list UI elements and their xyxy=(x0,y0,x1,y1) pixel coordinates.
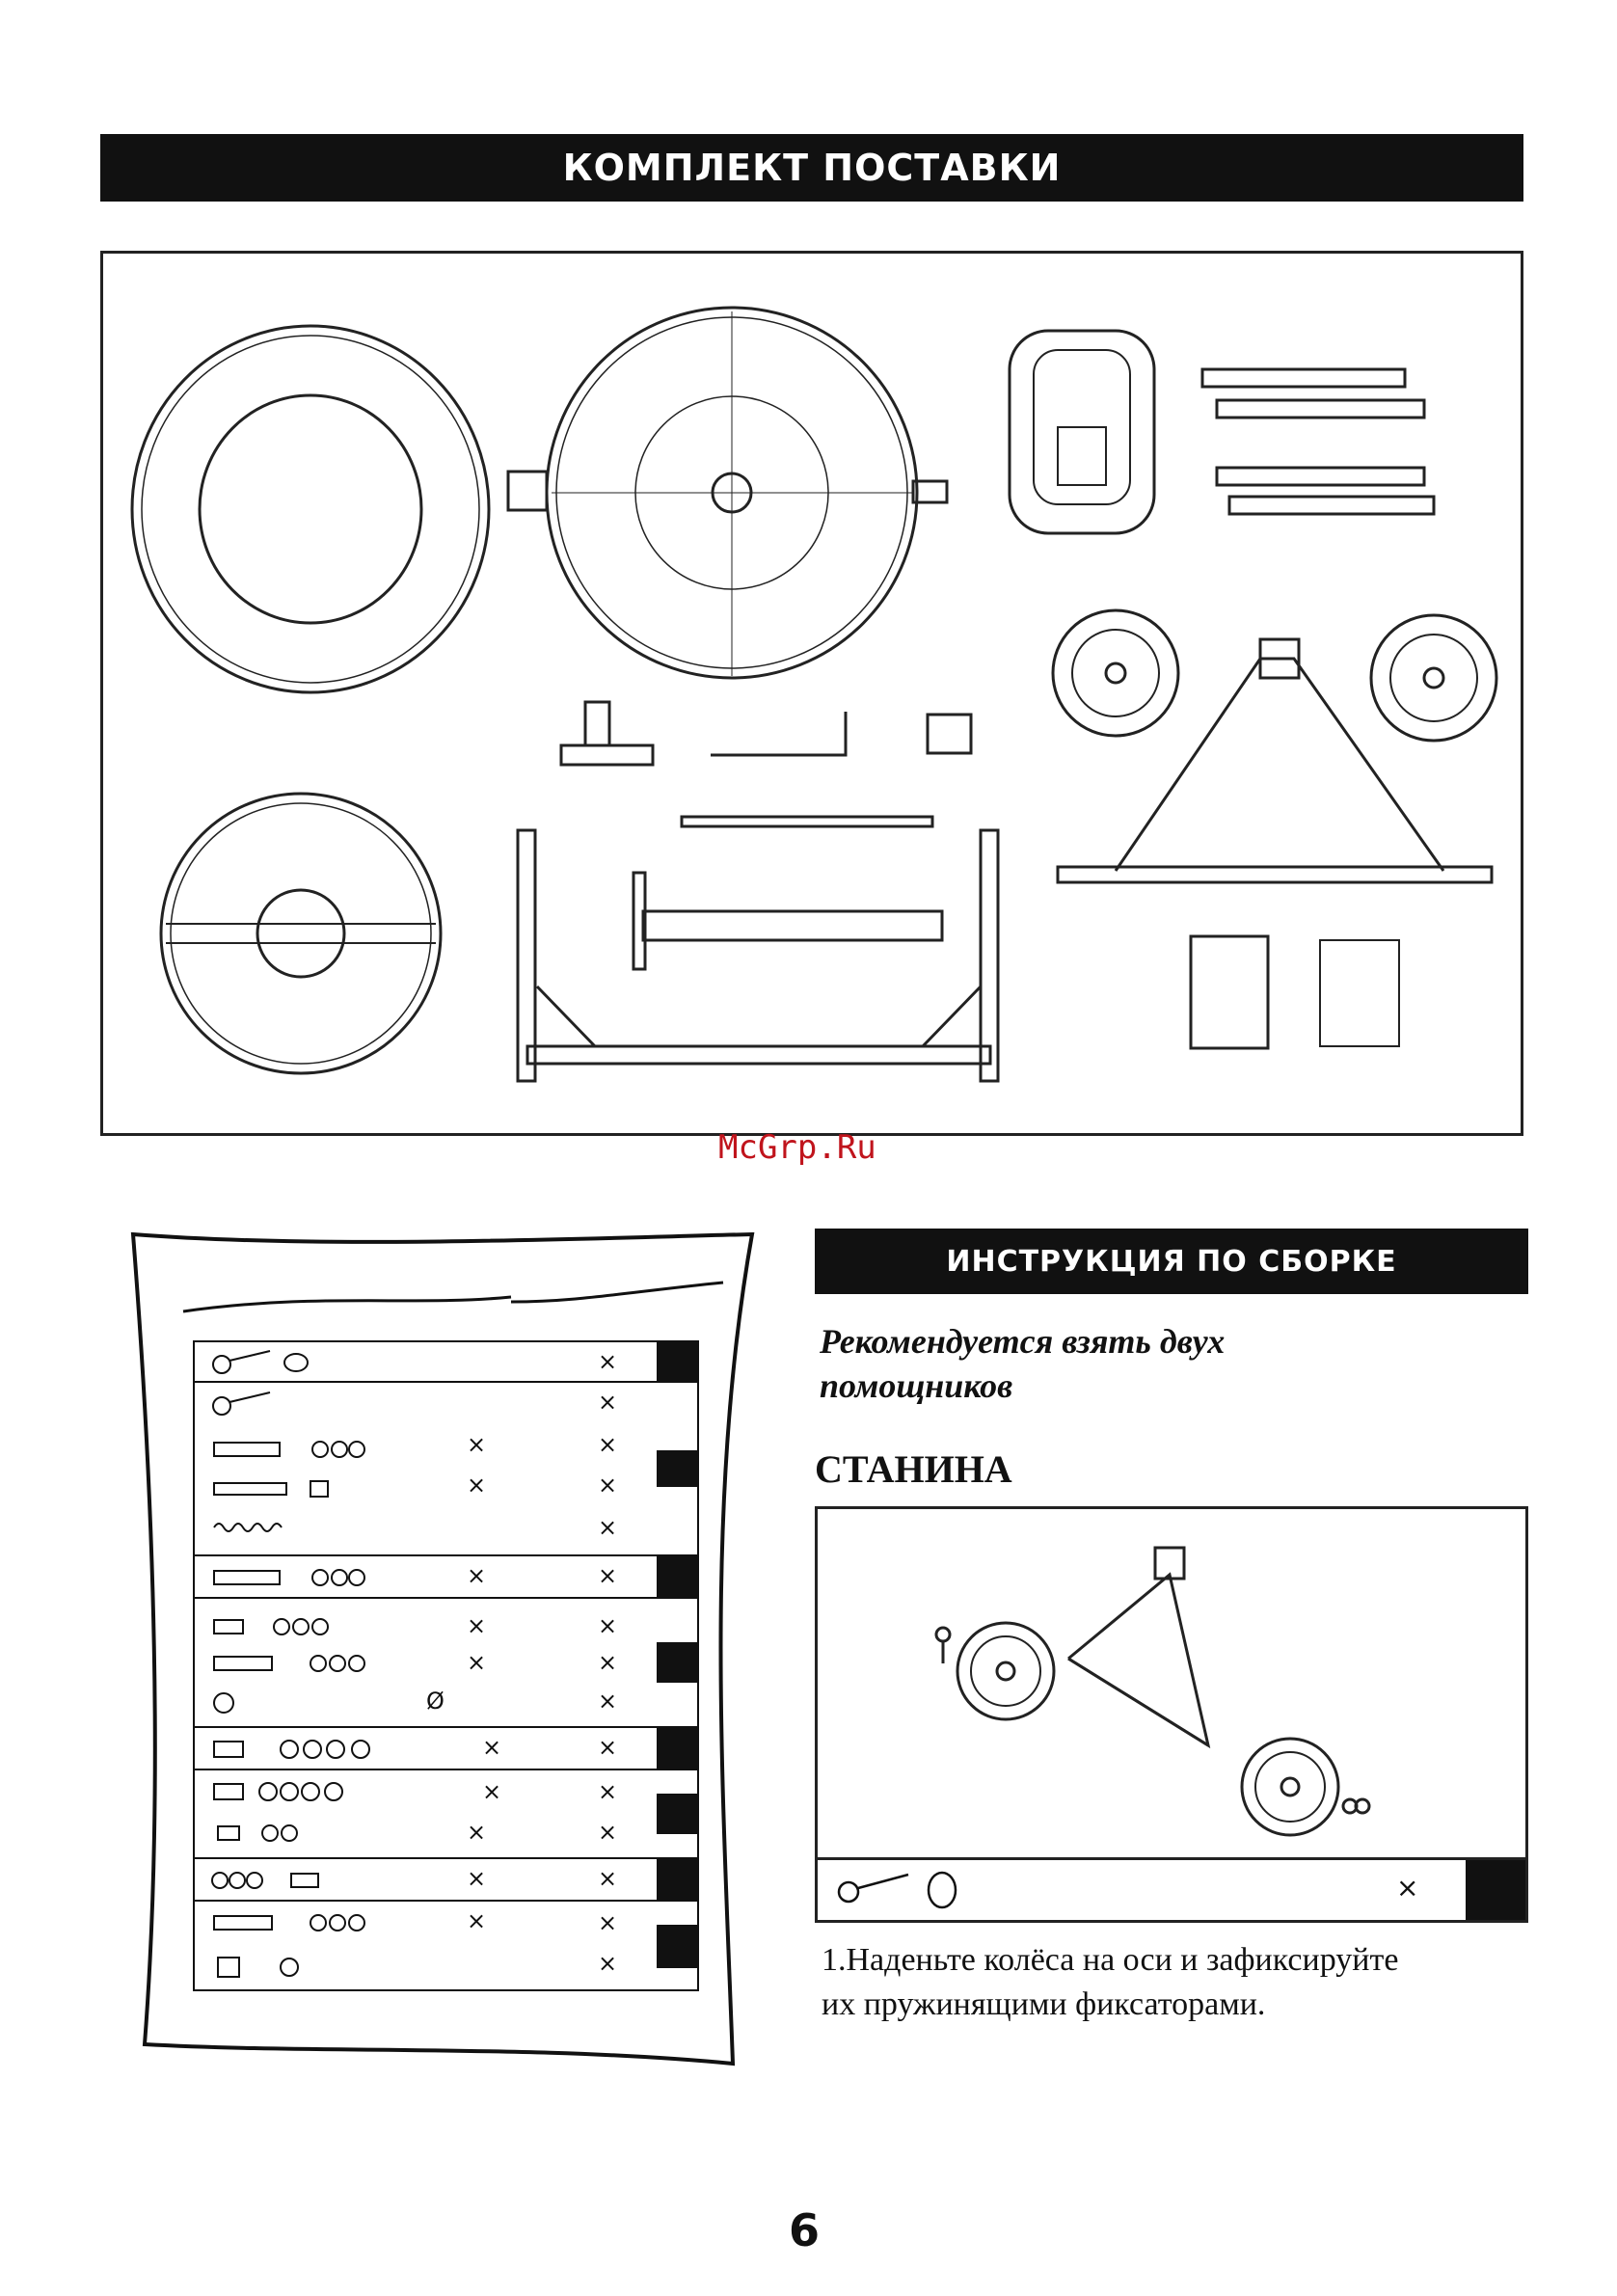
bolt-nut-icon xyxy=(204,1904,397,1990)
hardware-parts-table: × × × × × × × × × xyxy=(193,1340,699,1991)
eye-bolt-washer-icon xyxy=(831,1863,966,1917)
quantity-mark: × xyxy=(598,1909,617,1936)
diameter-mark: Ø xyxy=(426,1688,445,1715)
quantity-mark: × xyxy=(598,1734,617,1761)
table-row: × × × × × × xyxy=(195,1383,697,1556)
quantity-mark: × xyxy=(598,1649,617,1676)
kit-parts-illustration xyxy=(103,254,1521,1133)
table-row: × × × × xyxy=(195,1770,697,1859)
page-number: 6 xyxy=(789,2204,820,2256)
group-marker xyxy=(1466,1860,1525,1920)
kit-contents-banner: КОМПЛЕКТ ПОСТАВКИ xyxy=(100,134,1523,202)
screw-set-icon xyxy=(204,1772,397,1857)
nut-bolt-icon xyxy=(204,1861,397,1900)
quantity-mark: × xyxy=(482,1734,501,1761)
step-1-line: их пружинящими фиксаторами. xyxy=(822,1983,1398,2027)
quantity-mark: × xyxy=(467,1612,486,1639)
quantity-mark: × xyxy=(598,1819,617,1846)
assembly-banner: ИНСТРУКЦИЯ ПО СБОРКЕ xyxy=(815,1229,1528,1294)
quantity-mark: × xyxy=(467,1649,486,1676)
group-marker xyxy=(657,1342,697,1381)
group-marker xyxy=(657,1728,697,1769)
quantity-mark: × xyxy=(598,1472,617,1499)
quantity-mark: × xyxy=(598,1688,617,1715)
quantity-mark: × xyxy=(467,1431,486,1458)
step-1-text: 1.Наденьте колёса на оси и зафиксируйте … xyxy=(822,1938,1398,2027)
recommendation-line: Рекомендуется взять двух xyxy=(820,1319,1225,1364)
section-title: СТАНИНА xyxy=(815,1446,1012,1492)
quantity-mark: × xyxy=(482,1778,501,1805)
table-row: × × xyxy=(195,1728,697,1770)
bolt-set-icon xyxy=(204,1385,368,1553)
quantity-mark: × xyxy=(467,1472,486,1499)
stand-assembly-figure: × xyxy=(815,1506,1528,1923)
assembly-title: ИНСТРУКЦИЯ ПО СБОРКЕ xyxy=(946,1245,1396,1279)
quantity-mark: × xyxy=(598,1778,617,1805)
table-row: × × × × Ø × xyxy=(195,1599,697,1728)
quantity-mark: × xyxy=(467,1819,486,1846)
group-marker xyxy=(657,1642,697,1683)
group-marker xyxy=(657,1794,697,1834)
group-marker xyxy=(657,1859,697,1900)
kit-contents-title: КОМПЛЕКТ ПОСТАВКИ xyxy=(563,147,1062,189)
quantity-mark: × xyxy=(467,1865,486,1892)
quantity-mark: × xyxy=(1396,1872,1418,1904)
quantity-mark: × xyxy=(598,1514,617,1541)
recommendation-line: помощников xyxy=(820,1364,1225,1408)
quantity-mark: × xyxy=(598,1389,617,1416)
quantity-mark: × xyxy=(598,1431,617,1458)
step-1-line: 1.Наденьте колёса на оси и зафиксируйте xyxy=(822,1938,1398,1983)
table-row: × xyxy=(195,1342,697,1383)
group-marker xyxy=(657,1556,697,1597)
bolt-washer-icon xyxy=(204,1601,368,1726)
quantity-mark: × xyxy=(598,1348,617,1375)
quantity-mark: × xyxy=(467,1907,486,1934)
helpers-recommendation: Рекомендуется взять двух помощников xyxy=(820,1319,1225,1408)
group-marker xyxy=(657,1925,697,1968)
group-marker xyxy=(657,1450,697,1487)
table-row: × × xyxy=(195,1859,697,1902)
quantity-mark: × xyxy=(467,1562,486,1589)
stand-wheels-illustration xyxy=(818,1509,1525,1862)
quantity-mark: × xyxy=(598,1950,617,1977)
quantity-mark: × xyxy=(598,1562,617,1589)
table-row: × × × xyxy=(195,1902,697,1991)
screw-washer-icon xyxy=(204,1730,397,1769)
bolt-nut-icon xyxy=(204,1558,368,1597)
kit-contents-figure xyxy=(100,251,1523,1136)
eye-bolt-icon xyxy=(204,1343,320,1382)
quantity-mark: × xyxy=(598,1865,617,1892)
watermark: McGrp.Ru xyxy=(718,1128,876,1167)
quantity-mark: × xyxy=(598,1612,617,1639)
stand-hardware-row: × xyxy=(818,1857,1525,1920)
table-row: × × xyxy=(195,1556,697,1599)
